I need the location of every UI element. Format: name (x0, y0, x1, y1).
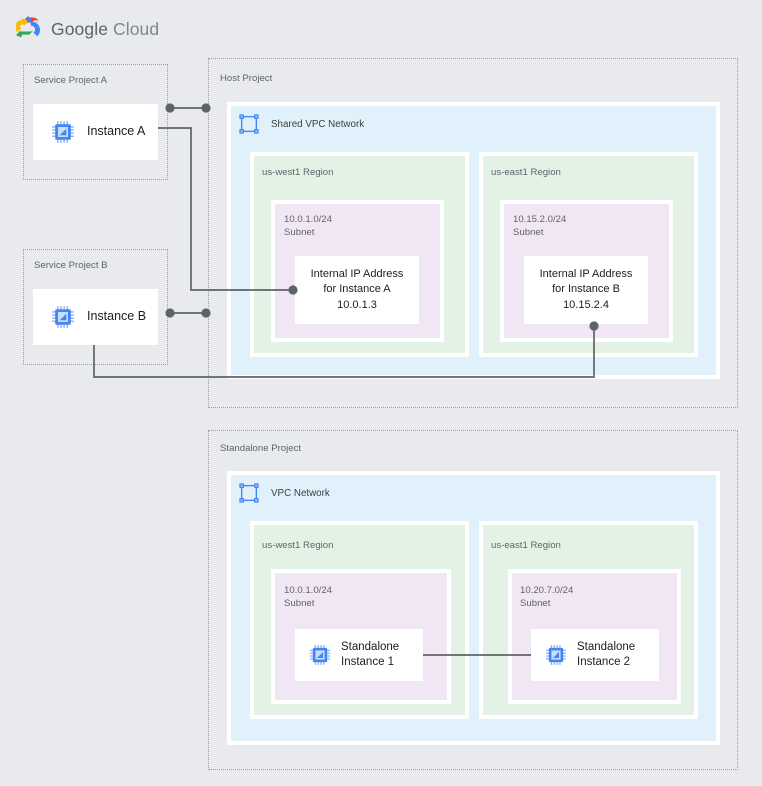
google-cloud-brand: Google Cloud (16, 16, 159, 42)
vpc-network-icon (239, 114, 259, 134)
endpoint-dot-service-b-left (165, 308, 175, 318)
internal-ip-instance-b-text: Internal IP Address for Instance B 10.15… (539, 267, 633, 311)
instance-b-label: Instance B (87, 309, 147, 324)
host-region-us-west1-label: us-west1 Region (262, 167, 334, 178)
standalone-subnet-us-west1-label: 10.0.1.0/24 Subnet (284, 585, 333, 609)
standalone-project-label: Standalone Project (220, 443, 302, 454)
standalone-subnet-us-east1-label: 10.20.7.0/24 Subnet (520, 585, 574, 609)
google-cloud-logo-icon (16, 16, 40, 37)
host-project-label: Host Project (220, 73, 273, 84)
standalone-instance-2-label: Standalone Instance 2 (577, 640, 636, 669)
host-subnet-us-west1-label: 10.0.1.0/24 Subnet (284, 214, 333, 238)
endpoint-dot-service-a-left (165, 103, 175, 113)
internal-ip-instance-b-card: Internal IP Address for Instance B 10.15… (524, 256, 648, 324)
standalone-project-container (208, 430, 738, 770)
standalone-instance-2-card[interactable]: Standalone Instance 2 (531, 629, 659, 681)
endpoint-dot-service-b-right (201, 308, 211, 318)
host-region-us-east1-label: us-east1 Region (491, 167, 561, 178)
compute-instance-icon (310, 645, 330, 665)
instance-a-label: Instance A (87, 124, 146, 139)
standalone-region-us-east1-label: us-east1 Region (491, 540, 561, 551)
shared-vpc-network-header: Shared VPC Network (238, 113, 364, 135)
vpc-network-icon (239, 483, 259, 503)
compute-instance-icon (52, 306, 74, 328)
service-project-a-container (23, 64, 168, 180)
vpc-network-header: VPC Network (238, 482, 330, 504)
standalone-region-us-west1-label: us-west1 Region (262, 540, 334, 551)
internal-ip-instance-a-text: Internal IP Address for Instance A 10.0.… (310, 267, 404, 311)
instance-b-card[interactable]: Instance B (33, 289, 158, 345)
connector-endpoints (165, 103, 599, 331)
instance-a-card[interactable]: Instance A (33, 104, 158, 160)
compute-instance-icon (52, 121, 74, 143)
endpoint-dot-ip-a (288, 285, 298, 295)
service-project-b-label: Service Project B (34, 260, 108, 271)
host-project-container (208, 58, 738, 408)
standalone-instance-1-label: Standalone Instance 1 (341, 640, 400, 669)
service-project-a-label: Service Project A (34, 75, 108, 86)
brand-google-text: Google (51, 18, 109, 39)
brand-cloud-text: Cloud (113, 18, 160, 39)
service-project-b-container (23, 249, 168, 365)
vpc-network-label: VPC Network (271, 487, 330, 499)
endpoint-dot-service-a-right (201, 103, 211, 113)
host-subnet-us-east1-label: 10.15.2.0/24 Subnet (513, 214, 567, 238)
standalone-instance-1-card[interactable]: Standalone Instance 1 (295, 629, 423, 681)
connector-instance-a-to-ip-a (158, 127, 295, 291)
endpoint-dot-ip-b (589, 321, 599, 331)
shared-vpc-network-label: Shared VPC Network (271, 118, 365, 130)
internal-ip-instance-a-card: Internal IP Address for Instance A 10.0.… (295, 256, 419, 324)
connector-instance-b-to-ip-b (93, 324, 595, 378)
compute-instance-icon (546, 645, 566, 665)
brand-wordmark: Google Cloud (51, 19, 159, 40)
